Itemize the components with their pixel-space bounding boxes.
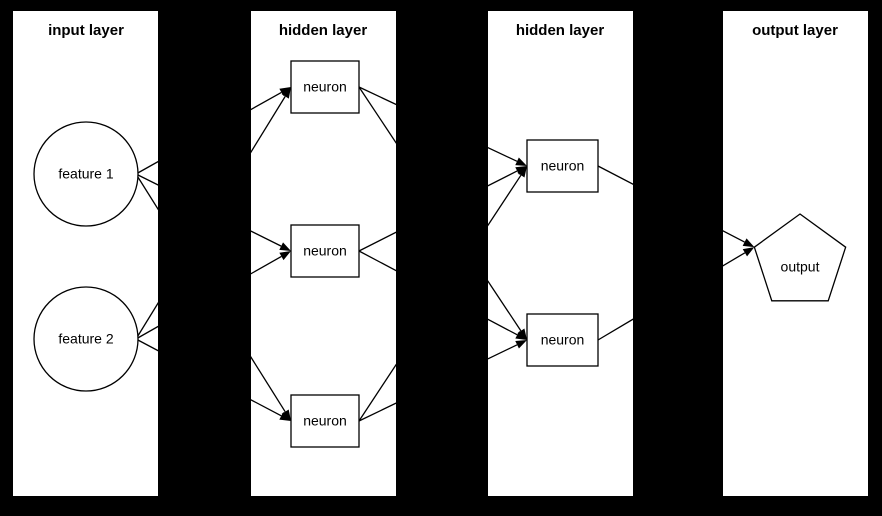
node-h1-neuron-3: neuron [290, 394, 360, 448]
layer-panel-hidden-2 [488, 11, 633, 496]
gutter-2 [396, 0, 488, 516]
layer-titles-group: input layer hidden layer hidden layer outpu… [48, 22, 838, 39]
connection-arrowhead [279, 242, 291, 251]
node-label-feature-2: feature 2 [58, 331, 113, 347]
gutter-1 [158, 0, 251, 516]
node-label-h2-neuron-2: neuron [541, 332, 585, 348]
node-shape-circle [33, 121, 139, 227]
node-h1-neuron-2: neuron [290, 224, 360, 278]
band-top [0, 0, 882, 11]
connection-arrowhead [515, 331, 527, 340]
node-h2-neuron-2: neuron [526, 313, 599, 367]
band-bottom [0, 496, 882, 516]
node-shape-rect [290, 394, 360, 448]
node-shape-rect [290, 60, 360, 114]
node-shape-rect [290, 224, 360, 278]
node-feature-2: feature 2 [33, 286, 139, 392]
layer-title-input: input layer [48, 22, 124, 39]
node-label-h1-neuron-3: neuron [303, 413, 347, 429]
gutter-3 [633, 0, 723, 516]
node-label-h2-neuron-1: neuron [541, 158, 585, 174]
connection-arrowhead [742, 247, 755, 257]
gutter-0 [0, 0, 13, 516]
node-shape-pentagon [753, 213, 847, 302]
node-shape-rect [526, 313, 599, 367]
connection-arrowhead [279, 412, 291, 421]
node-h2-neuron-1: neuron [526, 139, 599, 193]
connection-arrowhead [515, 157, 527, 166]
layer-panel-input [13, 11, 158, 496]
node-output-node: output [753, 213, 847, 302]
layer-title-hidden-2: hidden layer [516, 22, 605, 39]
connection-arrowhead [279, 251, 291, 261]
connection-arrowhead [281, 409, 291, 421]
connection-arrowhead [515, 340, 527, 349]
connection-arrowhead [281, 87, 291, 99]
node-feature-1: feature 1 [33, 121, 139, 227]
node-label-output-node: output [781, 259, 820, 275]
layer-title-output: output layer [752, 22, 838, 39]
connection-arrowhead [742, 238, 755, 248]
connection-arrowhead [517, 328, 527, 340]
nodes-group: feature 1 feature 2 neuron neuron neuron neur… [33, 60, 847, 448]
node-label-feature-1: feature 1 [58, 166, 113, 182]
connection-arrowhead [517, 166, 527, 178]
node-h1-neuron-1: neuron [290, 60, 360, 114]
gutter-4 [868, 0, 882, 516]
node-shape-rect [526, 139, 599, 193]
node-label-h1-neuron-1: neuron [303, 79, 347, 95]
layer-title-hidden-1: hidden layer [279, 22, 368, 39]
node-shape-circle [33, 286, 139, 392]
node-label-h1-neuron-2: neuron [303, 243, 347, 259]
